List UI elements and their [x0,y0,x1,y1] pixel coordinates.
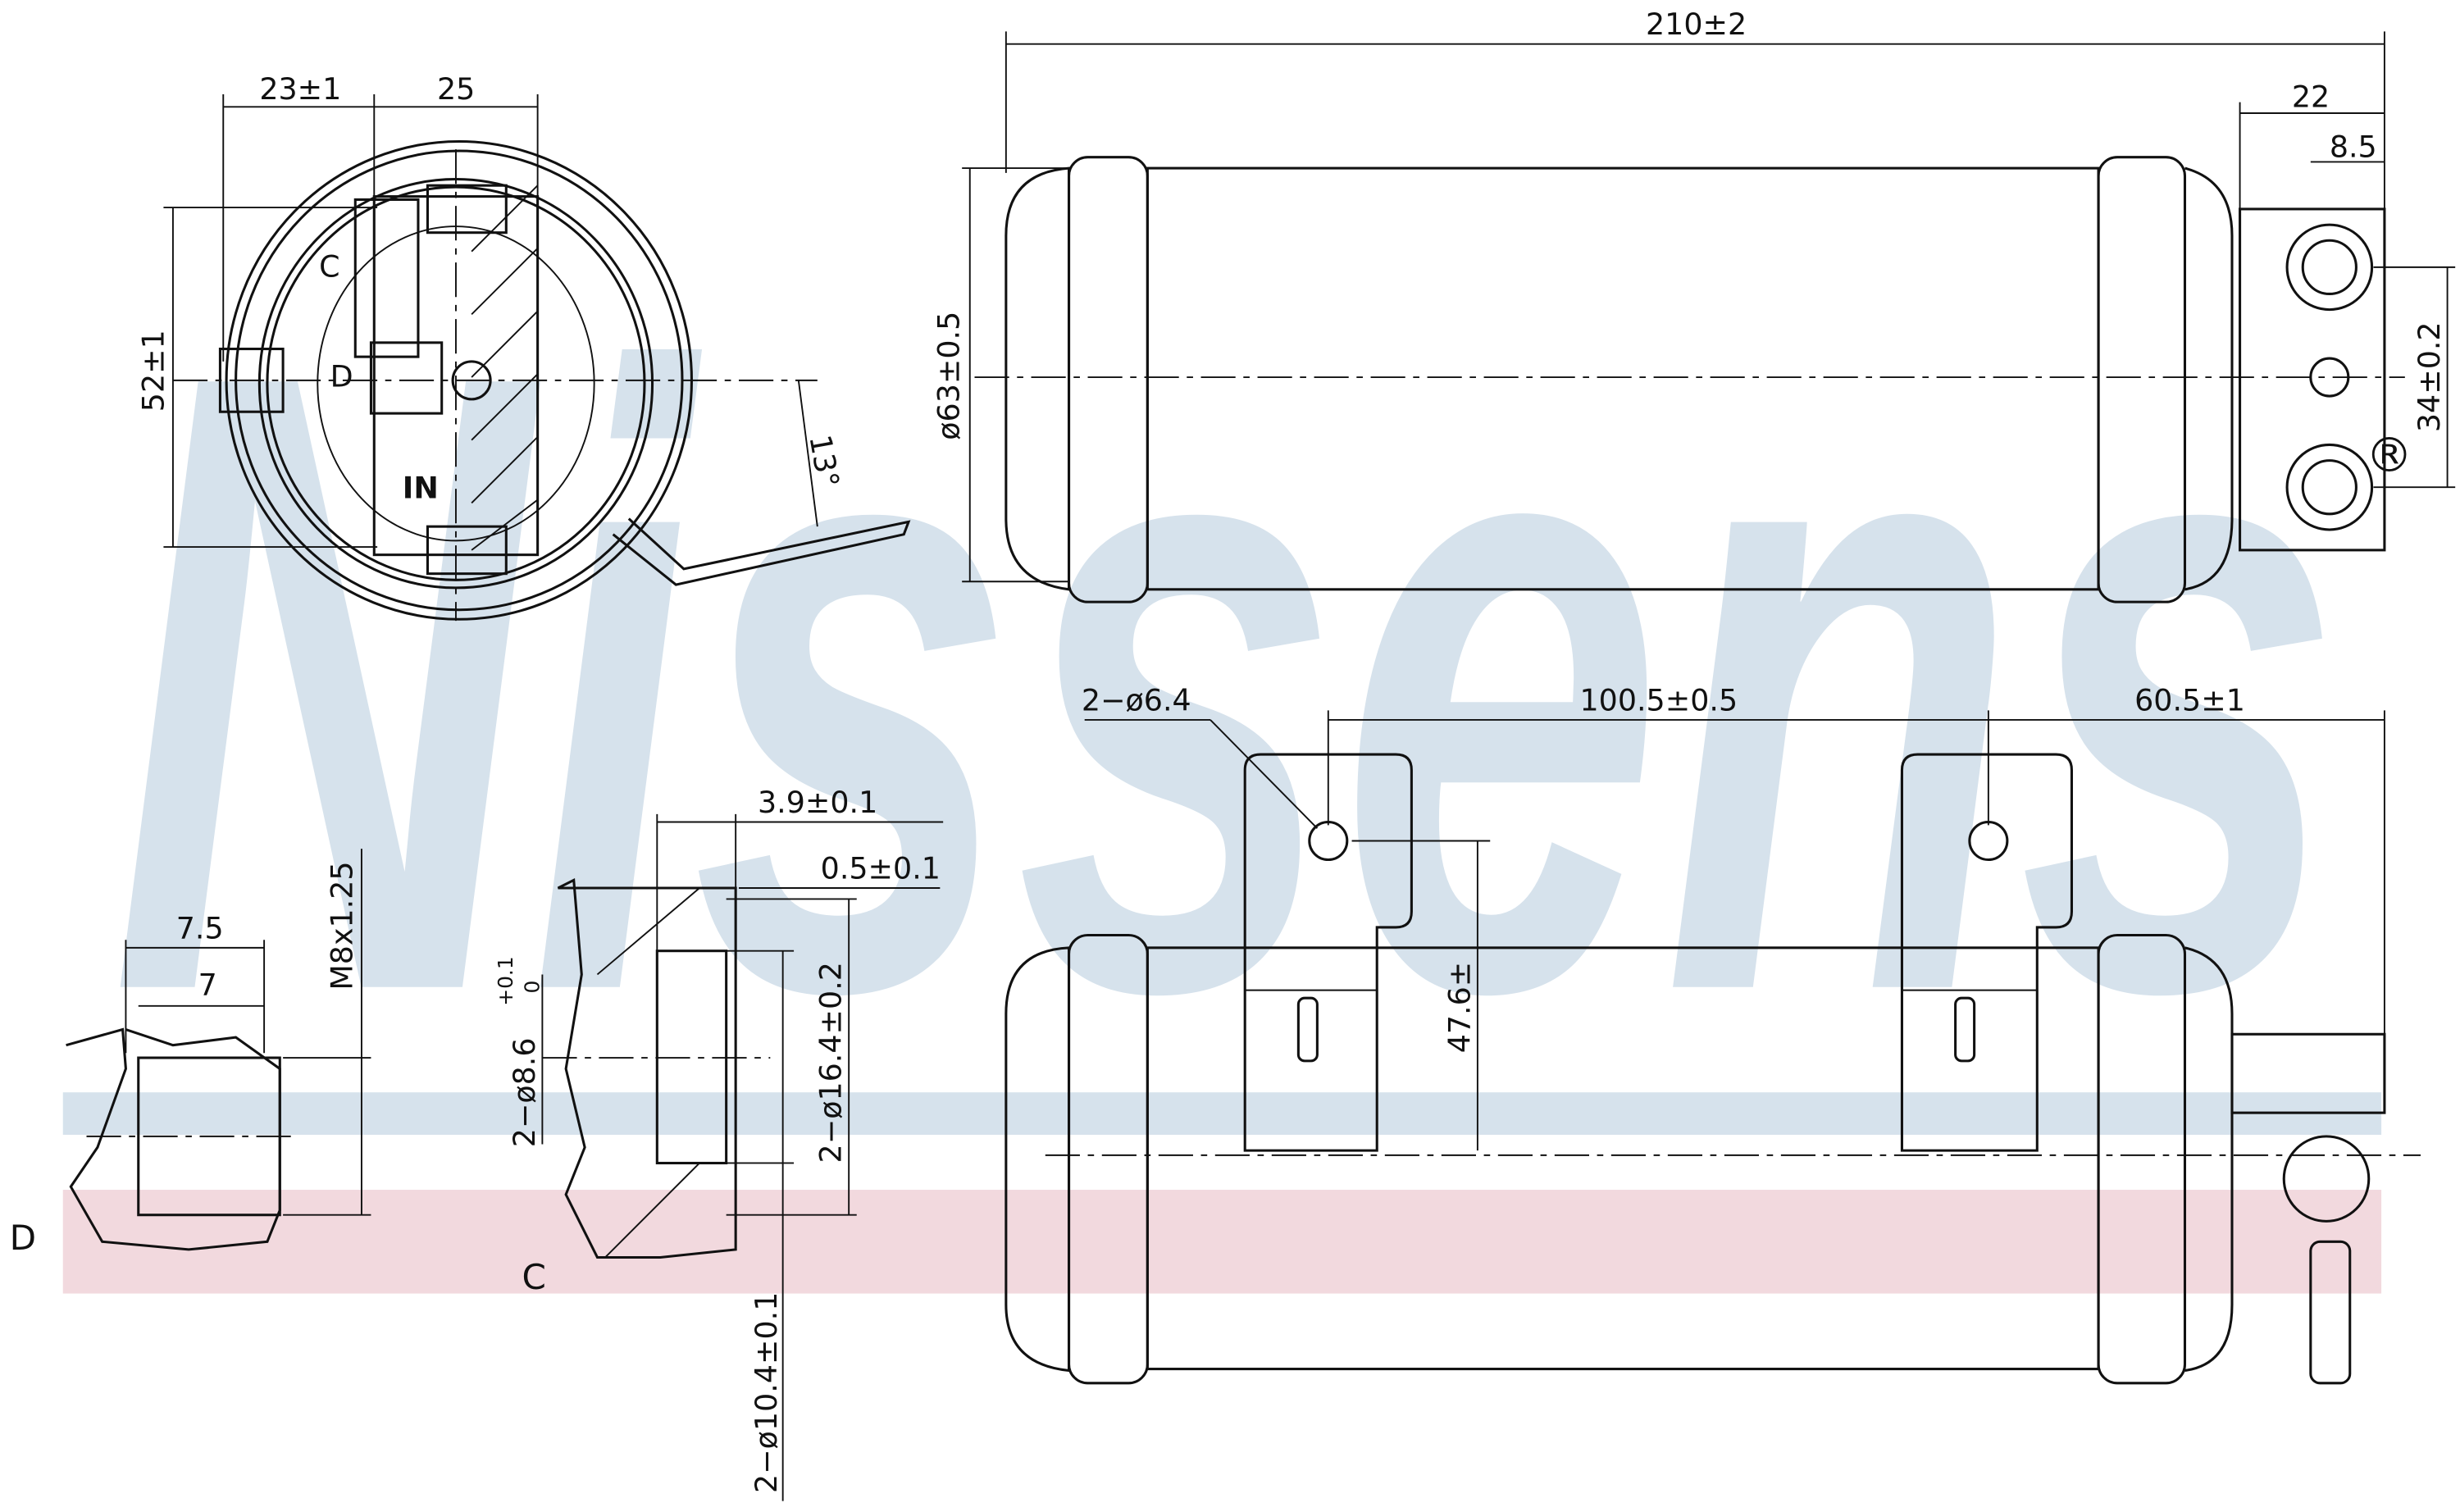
watermark-band-pink [62,1190,2382,1294]
detail-d: 7.5 7 M8x1.25 D [10,849,371,1258]
watermark-band-blue [62,1092,2382,1135]
detail-d-label: D [10,1218,36,1258]
dim-holes: 2−ø6.4 [1082,682,1191,717]
dim-bore-tol-upper: +0.1 [494,956,517,1005]
dim-bore-tol-lower: 0 [521,981,544,994]
dim-depth: 3.9±0.1 [758,785,877,820]
dim-34: 34±0.2 [2412,321,2447,432]
watermark-text: Nissens [110,191,2342,1174]
dim-length: 210±2 [1646,7,1747,42]
dim-23: 23±1 [259,71,341,107]
dim-seat-diameter: 2−ø10.4±0.1 [749,1292,784,1493]
dim-7: 7 [198,967,217,1002]
bottom-view: 2−ø6.4 100.5±0.5 60.5±1 47.6± [1004,682,2421,1385]
registered-mark: ® [2366,428,2413,483]
dim-bracket-height: 47.6± [1442,962,1477,1054]
dim-22: 22 [2292,79,2330,114]
dim-lip: 0.5±0.1 [821,851,941,886]
angle-13: 13° [802,432,846,490]
dim-outer-diameter: 2−ø16.4±0.2 [813,962,849,1163]
dim-thread: M8x1.25 [324,861,359,990]
dim-25: 25 [437,71,475,107]
end-view: 23±1 25 52±1 13° C D IN [135,71,911,622]
dim-7-5: 7.5 [176,910,224,945]
side-view: 210±2 22 8.5 ø63±0.5 34±0.2 [931,7,2456,603]
dim-52: 52±1 [135,330,171,412]
detail-c: 3.9±0.1 0.5±0.1 2−ø8.6 +0.1 0 2−ø16.4±0.… [494,785,944,1501]
dim-hole-spacing: 100.5±0.5 [1579,682,1738,717]
port-in-label: IN [403,471,439,506]
detail-c-label: C [522,1257,545,1297]
dim-diameter: ø63±0.5 [931,312,966,440]
port-d-label: D [330,359,353,394]
watermark-logo: Nissens ® [62,191,2413,1294]
dim-8-5: 8.5 [2330,130,2377,165]
dim-bore: 2−ø8.6 [507,1037,542,1147]
port-c-label: C [319,248,339,284]
dim-end-offset: 60.5±1 [2134,682,2245,717]
